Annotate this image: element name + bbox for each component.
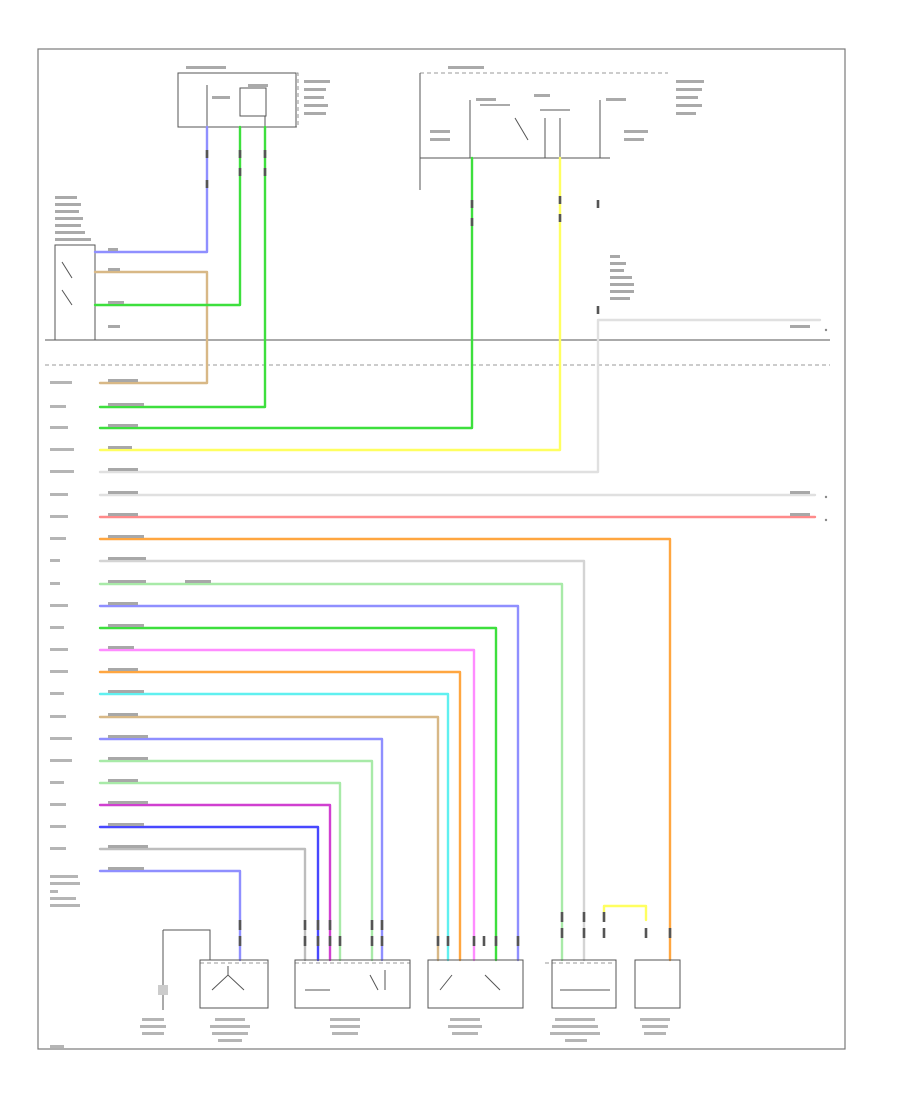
top-left-component (177, 66, 330, 135)
wire-green-1 (93, 125, 242, 307)
wire-darkblue-1 (98, 825, 320, 962)
wire-gray-3 (98, 559, 586, 962)
wire-gray-1 (98, 318, 822, 474)
wire-green-4 (98, 582, 564, 962)
wire-gray-4 (98, 847, 307, 962)
wire-pink-1 (98, 648, 476, 962)
bottom-component-2 (199, 959, 269, 1009)
wire-blue-2 (98, 604, 520, 962)
wire-yellow-1 (98, 156, 562, 452)
wire-tan-top (93, 270, 209, 385)
bottom-component-4 (427, 959, 524, 1009)
wire-green-5 (98, 626, 498, 962)
bottom-component-5 (551, 959, 617, 1009)
top-right-component (419, 66, 704, 190)
diagram-frame (37, 48, 846, 1050)
bottom-component-1 (158, 929, 211, 1010)
left-switch-block (54, 196, 96, 341)
wire-purple-1 (98, 803, 332, 962)
component-labels (140, 1018, 670, 1042)
wire-green-7 (98, 781, 342, 962)
wire-blue-4 (98, 869, 242, 962)
wire-orange-1 (98, 537, 672, 962)
wire-green-6 (98, 759, 374, 962)
wire-green-3 (98, 156, 474, 430)
off-page-arrows (824, 328, 828, 522)
wire-orange-2 (98, 670, 462, 962)
wire-code-labels (108, 248, 810, 870)
bottom-component-3 (294, 959, 411, 1009)
wire-tan-2 (98, 715, 440, 962)
bottom-component-6 (634, 959, 681, 1009)
connector-pins (205, 150, 672, 946)
wire-green-2 (98, 125, 267, 409)
wire-yellow-2 (602, 904, 648, 922)
wire-blue-top (93, 125, 209, 254)
wire-blue-3 (98, 737, 384, 962)
wire-cyan-1 (98, 692, 450, 962)
ecm-pin-labels (50, 381, 80, 1048)
